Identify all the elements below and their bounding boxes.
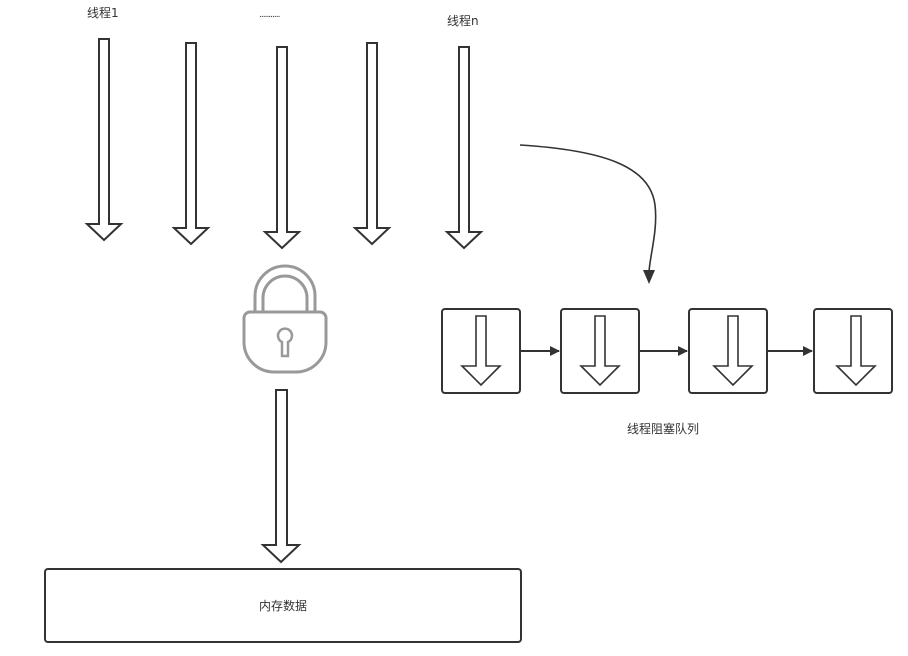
thread-arrow-4	[352, 42, 392, 246]
queue-node-3	[688, 308, 768, 394]
memory-data-box: 内存数据	[44, 568, 522, 643]
thread-label-1: 线程1	[87, 6, 119, 20]
thread-arrow-n	[444, 46, 484, 250]
queue-label: 线程阻塞队列	[627, 422, 700, 436]
lock-to-memory-arrow	[260, 389, 302, 564]
queue-node-4	[813, 308, 893, 394]
thread-label-ellipsis: ...........	[259, 10, 281, 20]
memory-data-label: 内存数据	[258, 599, 307, 613]
thread-label-n: 线程n	[447, 14, 479, 28]
padlock-icon	[242, 264, 328, 374]
thread-arrow-1	[84, 38, 124, 242]
blocked-curve-arrow	[519, 144, 657, 284]
queue-node-1	[441, 308, 521, 394]
thread-arrow-3	[262, 46, 302, 250]
thread-arrow-2	[171, 42, 211, 246]
queue-node-2	[560, 308, 640, 394]
